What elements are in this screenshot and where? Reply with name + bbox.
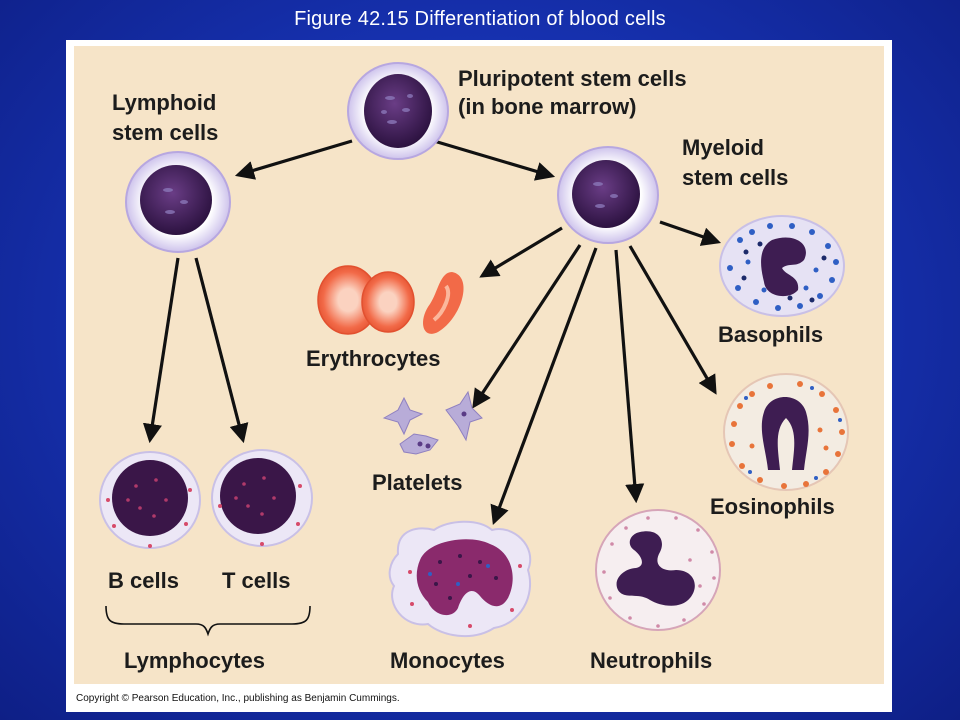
arrows — [142, 139, 722, 525]
label-erythrocytes: Erythrocytes — [306, 346, 441, 371]
label-pluripotent-line1: Pluripotent stem cells — [458, 66, 687, 91]
label-neutrophils: Neutrophils — [590, 648, 712, 673]
label-lymphoid-line1: Lymphoid — [112, 90, 216, 115]
lymphoid-stem-cell — [125, 151, 231, 253]
label-lymphocytes: Lymphocytes — [124, 648, 265, 673]
label-t-cells: T cells — [222, 568, 290, 593]
copyright-notice: Copyright © Pearson Education, Inc., pub… — [76, 693, 400, 704]
label-basophils: Basophils — [718, 322, 823, 347]
myeloid-stem-cell — [557, 146, 659, 244]
b-cell — [99, 451, 201, 549]
arrow-myeloid-to-eosinophils — [628, 245, 717, 395]
label-b-cells: B cells — [108, 568, 179, 593]
label-myeloid-line1: Myeloid — [682, 135, 764, 160]
label-platelets: Platelets — [372, 470, 463, 495]
label-myeloid-line2: stem cells — [682, 165, 788, 190]
pluripotent-stem-cell — [347, 62, 449, 160]
arrow-myeloid-to-neutrophils — [614, 249, 645, 504]
arrow-lymphoid-to-bcell — [142, 257, 180, 444]
platelets-group — [382, 390, 483, 455]
arrow-pluripotent-to-myeloid — [433, 139, 556, 181]
arrow-pluripotent-to-lymphoid — [234, 139, 353, 180]
arrow-myeloid-to-basophils — [659, 220, 722, 246]
arrow-myeloid-to-monocytes — [490, 247, 598, 525]
label-eosinophils: Eosinophils — [710, 494, 835, 519]
slide-title: Figure 42.15 Differentiation of blood ce… — [294, 8, 666, 30]
t-cell — [211, 449, 313, 547]
eosinophil-cell — [723, 373, 849, 491]
basophil-cell — [719, 215, 845, 317]
lymphocytes-bracket — [105, 605, 311, 637]
label-monocytes: Monocytes — [390, 648, 505, 673]
label-lymphoid-line2: stem cells — [112, 120, 218, 145]
arrow-myeloid-to-erythrocytes — [479, 226, 563, 278]
monocyte-cell — [388, 520, 532, 638]
label-pluripotent-line2: (in bone marrow) — [458, 94, 636, 119]
arrow-myeloid-to-platelets — [472, 244, 582, 409]
arrow-lymphoid-to-tcell — [194, 257, 249, 444]
erythrocytes-group — [317, 265, 464, 335]
neutrophil-cell — [595, 509, 721, 631]
